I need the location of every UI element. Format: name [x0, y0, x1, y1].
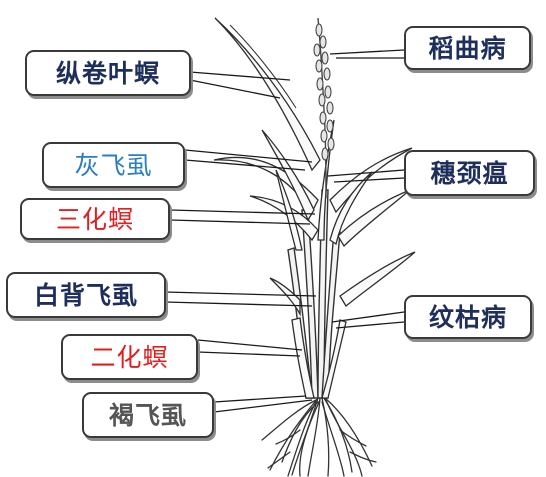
- rice-roots: [261, 397, 377, 477]
- label-erhuaming: 二化螟: [61, 334, 198, 380]
- label-sanhuaming: 三化螟: [20, 198, 170, 240]
- leader-lines: [164, 49, 405, 413]
- label-zongjuanyeming: 纵卷叶螟: [25, 50, 191, 96]
- rice-panicle: [313, 17, 335, 199]
- label-wenkubing: 纹枯病: [404, 295, 532, 339]
- label-suijingwen: 穗颈瘟: [404, 150, 535, 196]
- rice-leaves: [213, 17, 416, 399]
- label-hefeishi: 褐飞虱: [82, 392, 214, 438]
- label-baibeifeishi: 白背飞虱: [6, 272, 166, 318]
- label-huifeishi: 灰飞虱: [42, 142, 185, 188]
- label-daoqubing: 稻曲病: [404, 26, 531, 70]
